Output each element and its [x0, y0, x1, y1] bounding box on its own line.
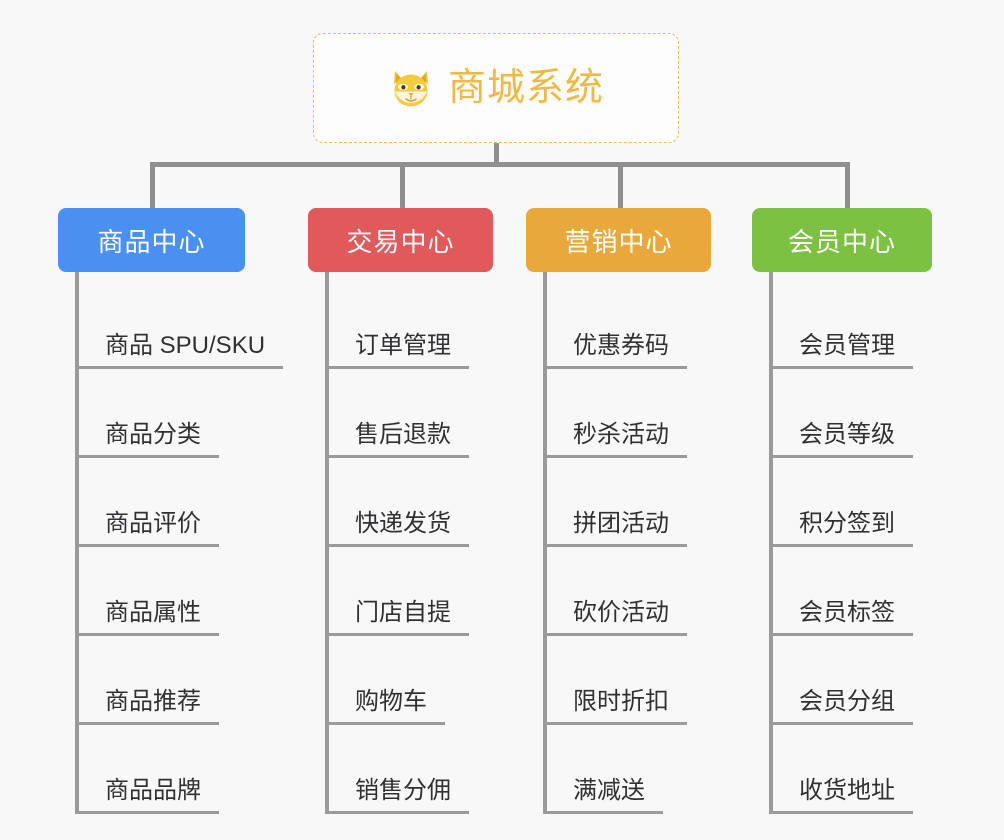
branch-column-product: 商品中心 商品 SPU/SKU 商品分类 商品评价 商品属性 商品推荐 商品品牌 — [58, 208, 288, 814]
leaf-label: 商品推荐 — [75, 688, 219, 725]
connector-drop-1 — [150, 162, 155, 208]
leaf-label: 商品评价 — [75, 510, 219, 547]
leaf-item[interactable]: 商品推荐 — [75, 636, 288, 725]
branch-header-member[interactable]: 会员中心 — [752, 208, 932, 272]
leaf-label: 快递发货 — [325, 510, 469, 547]
branch-trunk-marketing: 优惠券码 秒杀活动 拼团活动 砍价活动 限时折扣 满减送 — [543, 272, 751, 814]
leaf-item[interactable]: 订单管理 — [325, 280, 533, 369]
leaf-item[interactable]: 商品品牌 — [75, 725, 288, 814]
leaf-item[interactable]: 收货地址 — [769, 725, 977, 814]
leaf-label: 销售分佣 — [325, 777, 469, 814]
leaf-label: 会员管理 — [769, 332, 913, 369]
connector-drop-3 — [618, 162, 623, 208]
leaf-label: 售后退款 — [325, 421, 469, 458]
branch-trunk-member: 会员管理 会员等级 积分签到 会员标签 会员分组 收货地址 — [769, 272, 977, 814]
leaf-label: 购物车 — [325, 688, 445, 725]
leaf-label: 积分签到 — [769, 510, 913, 547]
branch-header-marketing[interactable]: 营销中心 — [526, 208, 711, 272]
branch-column-member: 会员中心 会员管理 会员等级 积分签到 会员标签 会员分组 收货地址 — [752, 208, 977, 814]
leaf-item[interactable]: 销售分佣 — [325, 725, 533, 814]
connector-stem — [494, 143, 499, 164]
leaf-item[interactable]: 商品属性 — [75, 547, 288, 636]
connector-drop-4 — [845, 162, 850, 208]
leaf-item[interactable]: 优惠券码 — [543, 280, 751, 369]
leaf-label: 门店自提 — [325, 599, 469, 636]
leaf-item[interactable]: 拼团活动 — [543, 458, 751, 547]
leaf-label: 砍价活动 — [543, 599, 687, 636]
leaf-item[interactable]: 售后退款 — [325, 369, 533, 458]
leaf-item[interactable]: 商品评价 — [75, 458, 288, 547]
branch-header-label: 会员中心 — [787, 226, 896, 257]
leaf-label: 秒杀活动 — [543, 421, 687, 458]
root-title: 商城系统 — [447, 67, 604, 109]
leaf-label: 会员等级 — [769, 421, 913, 458]
leaf-item[interactable]: 积分签到 — [769, 458, 977, 547]
branch-column-marketing: 营销中心 优惠券码 秒杀活动 拼团活动 砍价活动 限时折扣 满减送 — [526, 208, 751, 814]
branch-trunk-trade: 订单管理 售后退款 快递发货 门店自提 购物车 销售分佣 — [325, 272, 533, 814]
leaf-label: 商品品牌 — [75, 777, 219, 814]
branch-header-trade[interactable]: 交易中心 — [308, 208, 493, 272]
leaf-item[interactable]: 会员管理 — [769, 280, 977, 369]
branch-header-label: 交易中心 — [346, 226, 455, 257]
leaf-item[interactable]: 商品 SPU/SKU — [75, 280, 288, 369]
leaf-item[interactable]: 会员分组 — [769, 636, 977, 725]
leaf-item[interactable]: 砍价活动 — [543, 547, 751, 636]
leaf-item[interactable]: 会员标签 — [769, 547, 977, 636]
leaf-label: 商品分类 — [75, 421, 219, 458]
branch-header-label: 商品中心 — [97, 226, 206, 257]
leaf-label: 限时折扣 — [543, 688, 687, 725]
leaf-item[interactable]: 快递发货 — [325, 458, 533, 547]
leaf-item[interactable]: 限时折扣 — [543, 636, 751, 725]
leaf-item[interactable]: 满减送 — [543, 725, 751, 814]
leaf-label: 拼团活动 — [543, 510, 687, 547]
leaf-item[interactable]: 秒杀活动 — [543, 369, 751, 458]
leaf-label: 订单管理 — [325, 332, 469, 369]
leaf-label: 优惠券码 — [543, 332, 687, 369]
leaf-label: 商品属性 — [75, 599, 219, 636]
leaf-item[interactable]: 商品分类 — [75, 369, 288, 458]
leaf-item[interactable]: 会员等级 — [769, 369, 977, 458]
branch-header-product[interactable]: 商品中心 — [58, 208, 245, 272]
leaf-label: 商品 SPU/SKU — [75, 332, 284, 369]
branch-trunk-product: 商品 SPU/SKU 商品分类 商品评价 商品属性 商品推荐 商品品牌 — [75, 272, 288, 814]
leaf-label: 满减送 — [543, 777, 663, 814]
leaf-label: 会员标签 — [769, 599, 913, 636]
connector-horizontal-bar — [150, 162, 850, 167]
leaf-item[interactable]: 购物车 — [325, 636, 533, 725]
leaf-label: 会员分组 — [769, 688, 913, 725]
connector-drop-2 — [400, 162, 405, 208]
shiba-dog-face-icon — [388, 65, 434, 111]
branch-column-trade: 交易中心 订单管理 售后退款 快递发货 门店自提 购物车 销售分佣 — [308, 208, 533, 814]
leaf-label: 收货地址 — [769, 777, 913, 814]
branch-header-label: 营销中心 — [564, 226, 673, 257]
leaf-item[interactable]: 门店自提 — [325, 547, 533, 636]
root-node[interactable]: 商城系统 — [313, 33, 679, 143]
